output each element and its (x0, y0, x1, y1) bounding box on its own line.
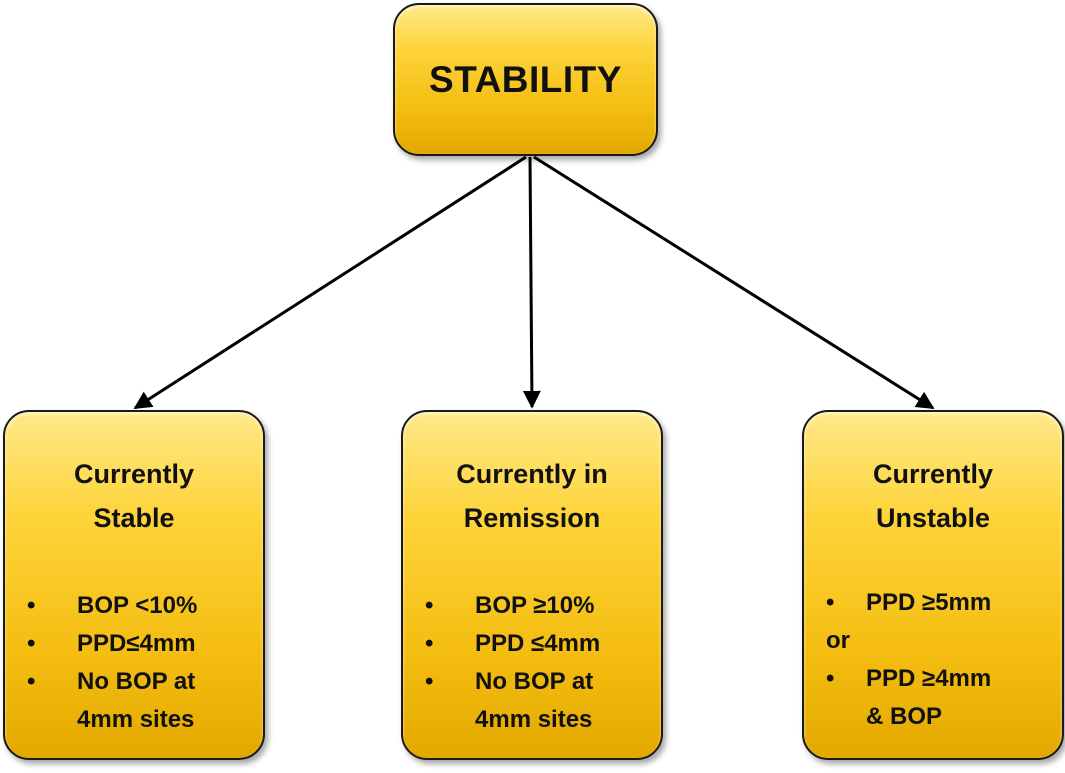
criteria-text: 4mm sites (77, 706, 195, 733)
currently-unstable-node: Currently Unstable • PPD ≥5mm or • PPD ≥… (802, 410, 1064, 760)
node-title: Currently Stable (5, 452, 263, 540)
criteria-text: BOP ≥10% (475, 592, 595, 619)
bullet: • (27, 668, 36, 695)
stability-root-node: STABILITY (393, 3, 658, 156)
criteria-list: • BOP ≥10% • PPD ≤4mm • No BOP at 4mm si… (403, 587, 661, 739)
bullet: • (425, 668, 434, 695)
criteria-item: • PPD ≥5mm (804, 584, 1062, 622)
stability-title: STABILITY (429, 58, 622, 100)
criteria-item: • No BOP at (5, 663, 263, 701)
criteria-list: • BOP <10% • PPD≤4mm • No BOP at 4mm sit… (5, 587, 263, 739)
criteria-text: 4mm sites (475, 706, 593, 733)
criteria-text: PPD ≤4mm (475, 630, 601, 657)
criteria-list: • PPD ≥5mm or • PPD ≥4mm & BOP (804, 584, 1062, 736)
arrow-to-currently-stable (133, 155, 527, 410)
node-title-line: Currently in (456, 459, 608, 489)
node-title: Currently in Remission (403, 452, 661, 540)
criteria-item: 4mm sites (403, 701, 661, 739)
bullet: • (425, 630, 434, 657)
criteria-item: 4mm sites (5, 701, 263, 739)
bullet: • (826, 665, 835, 692)
criteria-text: PPD ≥5mm (866, 589, 992, 616)
criteria-item: • No BOP at (403, 663, 661, 701)
bullet: • (425, 592, 434, 619)
criteria-text: & BOP (866, 703, 943, 730)
node-title-line: Unstable (875, 503, 991, 533)
arrow-to-currently-in-remission (522, 156, 541, 409)
bullet: • (826, 589, 835, 616)
criteria-item: • BOP <10% (5, 587, 263, 625)
criteria-item: • BOP ≥10% (403, 587, 661, 625)
criteria-text: No BOP at (475, 668, 594, 695)
criteria-item: • PPD ≥4mm (804, 660, 1062, 698)
criteria-text: PPD≤4mm (77, 630, 196, 657)
bullet: • (27, 630, 36, 657)
criteria-text: BOP <10% (77, 592, 198, 619)
currently-stable-node: Currently Stable • BOP <10% • PPD≤4mm • … (3, 410, 265, 760)
currently-in-remission-node: Currently in Remission • BOP ≥10% • PPD … (401, 410, 663, 760)
node-title-line: Remission (463, 503, 601, 533)
criteria-item: • PPD≤4mm (5, 625, 263, 663)
arrow-to-currently-unstable (533, 155, 935, 410)
node-title-line: Currently (73, 459, 195, 489)
criteria-text: No BOP at (77, 668, 196, 695)
node-title-line: Currently (872, 459, 994, 489)
node-title-line: Stable (93, 503, 175, 533)
criteria-text: or (826, 627, 850, 654)
criteria-text: PPD ≥4mm (866, 665, 992, 692)
criteria-item: • PPD ≤4mm (403, 625, 661, 663)
criteria-item: & BOP (804, 698, 1062, 736)
node-title: Currently Unstable (804, 452, 1062, 540)
bullet: • (27, 592, 36, 619)
criteria-connector: or (804, 622, 1062, 660)
